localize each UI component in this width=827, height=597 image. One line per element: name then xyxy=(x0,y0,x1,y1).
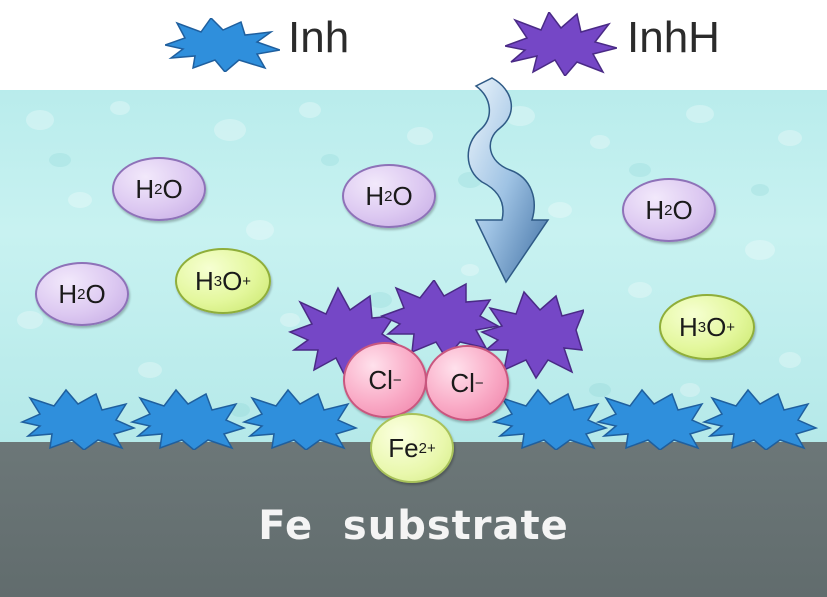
h2o-rest: O xyxy=(672,194,693,225)
cl-base: Cl xyxy=(450,367,475,398)
substrate-label: Fe substrate xyxy=(258,503,569,549)
cl-sup: − xyxy=(474,374,484,392)
inh-molecule xyxy=(701,388,819,450)
h2o-rest: O xyxy=(392,180,413,211)
h2o-rest: O xyxy=(162,173,183,204)
h3o-rest: O xyxy=(706,311,727,342)
h3o-base: H xyxy=(678,311,698,342)
cl-sup: − xyxy=(392,371,402,389)
inh-molecule xyxy=(241,388,359,450)
h2o-base: H xyxy=(135,173,155,204)
legend: Inh InhH xyxy=(0,6,827,76)
cl-ion: Cl− xyxy=(425,345,509,421)
legend-inh-label: Inh xyxy=(288,13,350,62)
h2o-rest: O xyxy=(85,278,106,309)
h3o-base: H xyxy=(194,265,214,296)
inhh-molecule xyxy=(379,280,501,360)
cl-ion: Cl− xyxy=(343,342,427,418)
h2o-sub: 2 xyxy=(384,187,393,205)
inh-molecule xyxy=(595,388,713,450)
h2o-sub: 2 xyxy=(664,201,673,219)
fe-sup: 2+ xyxy=(418,439,436,457)
inhh-starburst-icon xyxy=(505,12,617,76)
h3o-sup: + xyxy=(726,318,736,336)
h2o-base: H xyxy=(365,180,385,211)
inh-molecule xyxy=(19,388,137,450)
fe-base: Fe xyxy=(388,432,419,463)
h3o-sup: + xyxy=(242,272,252,290)
legend-inhh-label: InhH xyxy=(627,13,720,62)
h2o-sub: 2 xyxy=(77,285,86,303)
inh-molecule xyxy=(129,388,247,450)
inh-molecule xyxy=(491,388,609,450)
h2o-sub: 2 xyxy=(154,180,163,198)
h3o-rest: O xyxy=(222,265,243,296)
h3o-sub: 3 xyxy=(697,318,707,336)
adsorbed-inh-layer xyxy=(19,388,819,450)
h3o-sub: 3 xyxy=(213,272,223,290)
inh-starburst-icon xyxy=(165,18,280,72)
h2o-base: H xyxy=(58,278,78,309)
cl-base: Cl xyxy=(368,364,393,395)
h2o-base: H xyxy=(645,194,665,225)
curved-arrow-icon xyxy=(467,77,550,284)
inhh-molecule xyxy=(479,290,584,380)
